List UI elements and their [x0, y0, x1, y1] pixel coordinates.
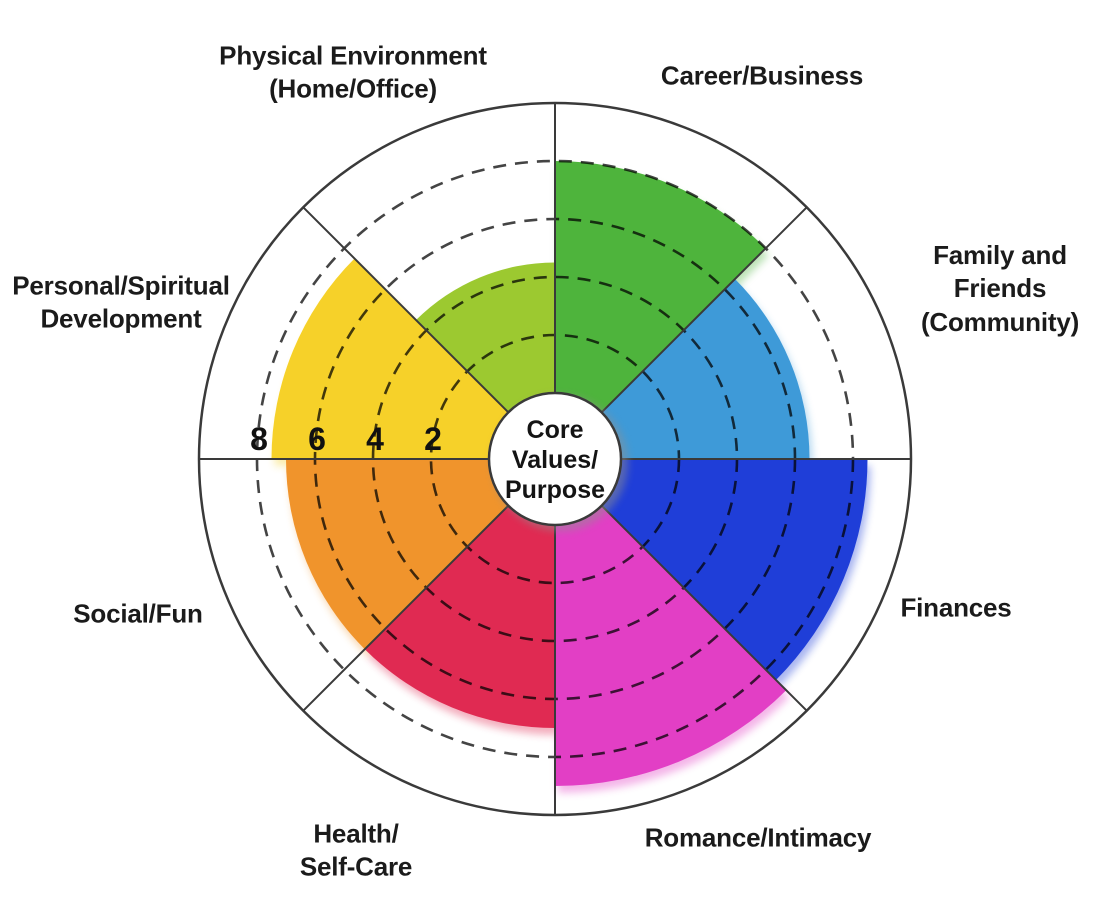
segment-fill-romance — [555, 505, 787, 786]
segment-fill-career — [555, 161, 766, 413]
scale-number-8: 8 — [250, 421, 268, 457]
segment-label-family-friends: Family and Friends (Community) — [920, 240, 1080, 337]
segment-divider — [302, 504, 510, 712]
segment-divider — [600, 206, 808, 414]
outer-circle — [197, 101, 913, 817]
segment-label-personal-spiritual: Personal/Spiritual Development — [12, 270, 230, 334]
segment-fill-health — [364, 505, 555, 728]
segment-divider — [600, 504, 808, 712]
scale-number-6: 6 — [308, 421, 326, 457]
segment-fill-personal_spiritual — [271, 258, 509, 459]
segment-divider — [302, 206, 510, 414]
hub-circle — [487, 391, 623, 527]
scale-number-4: 4 — [366, 421, 384, 457]
segment-fill-finances — [601, 459, 868, 680]
segment-label-physical-environment: Physical Environment (Home/Office) — [219, 40, 487, 104]
segment-label-career: Career/Business — [660, 60, 864, 91]
center-label: Core Values/ Purpose — [504, 416, 606, 504]
segment-label-health: Health/ Self-Care — [299, 818, 413, 882]
segment-fill-physical_environment — [416, 262, 555, 413]
scale-number-2: 2 — [424, 421, 442, 457]
segment-label-social: Social/Fun — [73, 598, 203, 629]
segment-fill-social — [286, 459, 509, 650]
segment-label-romance: Romance/Intimacy — [644, 822, 872, 853]
segment-fill-family_friends — [601, 279, 810, 459]
segment-label-finances: Finances — [900, 592, 1012, 623]
